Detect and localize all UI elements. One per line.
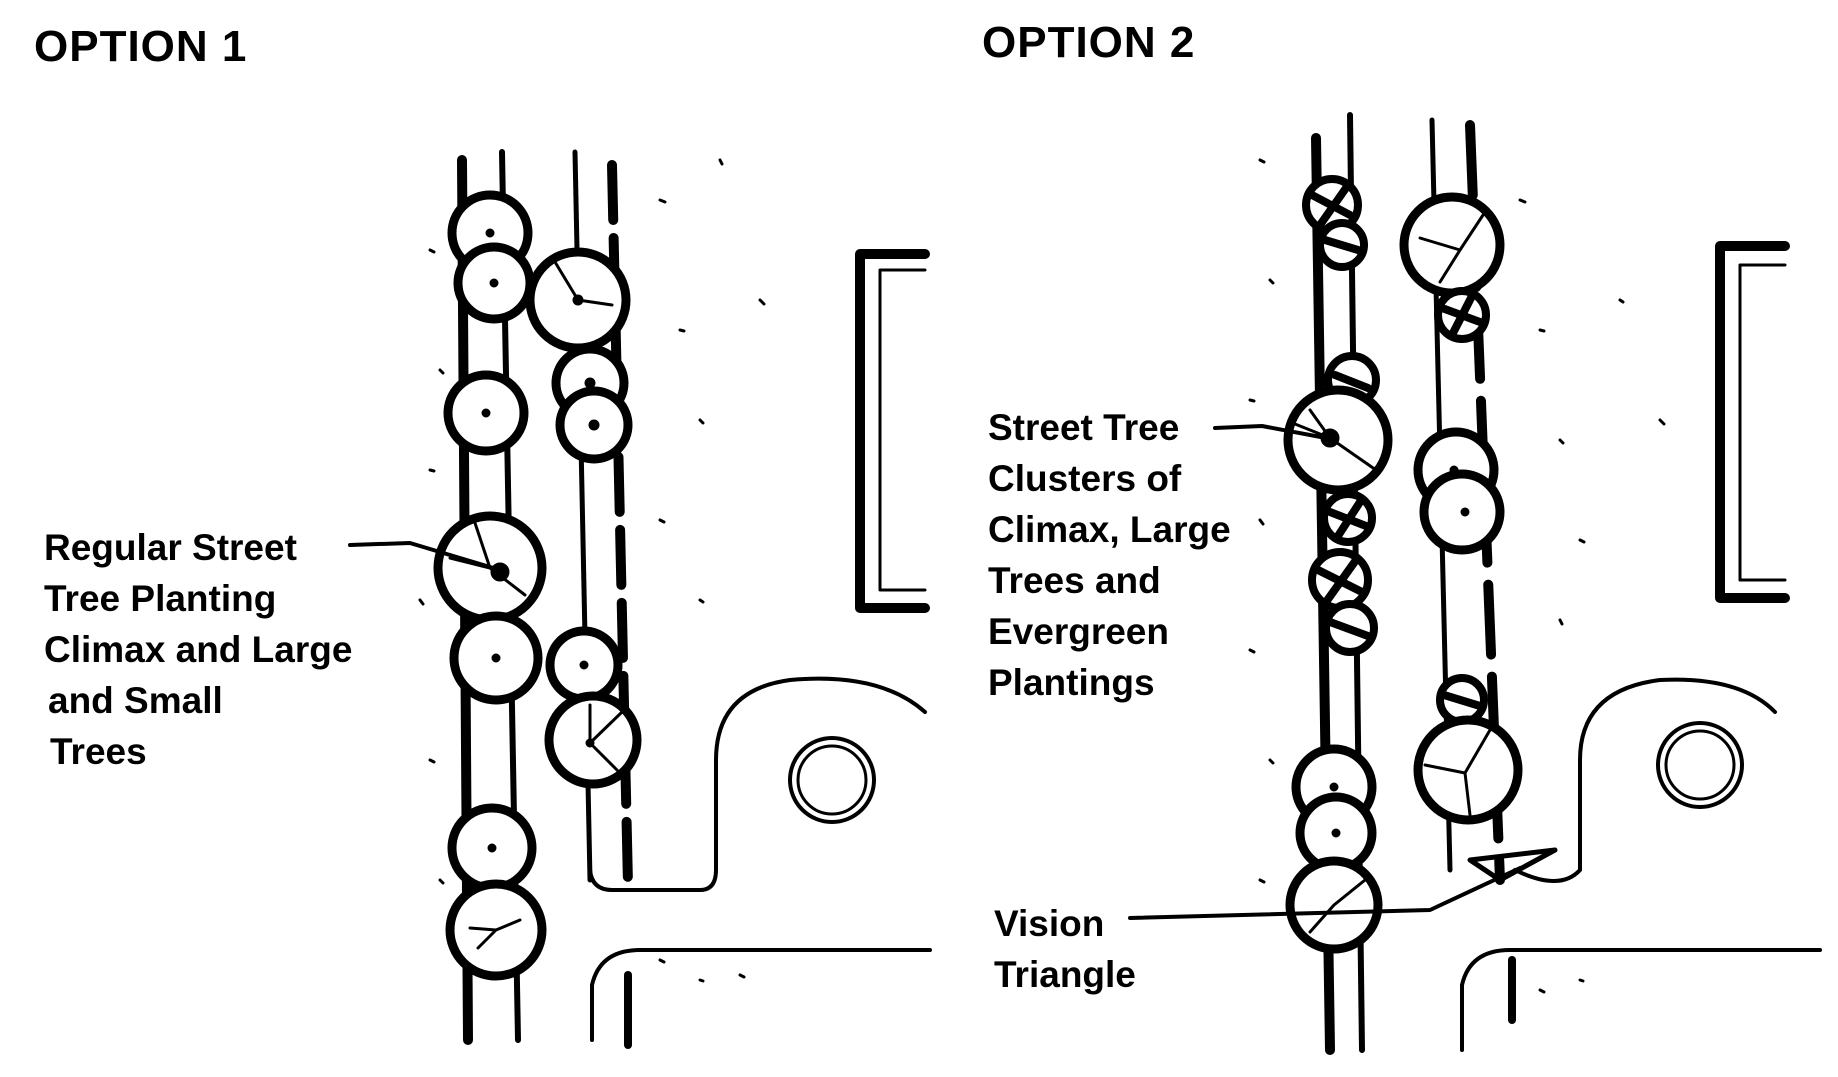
- option-1-label: Regular Street Tree Planting Climax and …: [44, 522, 352, 777]
- tree-large: [1285, 856, 1383, 954]
- median-end: [588, 676, 927, 892]
- leader-line: [1213, 424, 1328, 440]
- vision-triangle: [1467, 847, 1558, 883]
- tree-small: [453, 242, 535, 324]
- option-2-label-line: Clusters of: [988, 458, 1182, 499]
- option-2-label-line: Plantings: [988, 662, 1155, 703]
- tree-small: [545, 626, 623, 704]
- tree-large: [544, 691, 642, 789]
- evergreen-cluster: [1308, 548, 1372, 612]
- evergreen-cluster: [1436, 674, 1488, 726]
- evergreen-cluster: [1322, 600, 1378, 656]
- option-1-label-line: Climax and Large: [44, 629, 353, 670]
- fountain: [1656, 721, 1744, 809]
- option-2-title: OPTION 2: [982, 18, 1196, 67]
- vision-triangle-label: Vision Triangle: [994, 898, 1136, 1000]
- option-2-label-line: Street Tree: [988, 407, 1180, 448]
- option-2-label-line: Climax, Large: [988, 509, 1231, 550]
- building-outline: [1715, 241, 1790, 603]
- fountain-inner: [1664, 729, 1736, 801]
- leader-line: [348, 541, 502, 572]
- option-1-plan: [348, 149, 932, 1049]
- tree-large: [525, 247, 631, 353]
- tree-large: [1399, 192, 1505, 298]
- option-1-title: OPTION 1: [34, 22, 248, 71]
- evergreen-cluster: [1316, 219, 1368, 271]
- option-1-label-line: Tree Planting: [44, 578, 277, 619]
- tree-large: [1283, 385, 1393, 495]
- evergreen-cluster: [1434, 287, 1490, 343]
- vision-triangle-label-line: Triangle: [994, 954, 1136, 995]
- tree-small: [1419, 469, 1505, 555]
- cross-street: [590, 948, 932, 1042]
- evergreen-cluster: [1320, 490, 1376, 546]
- fountain-inner: [796, 744, 868, 816]
- option-1-label-line: Regular Street: [44, 527, 297, 568]
- building-outline-inner: [1738, 263, 1787, 582]
- tree-large: [445, 879, 547, 981]
- median-end: [1513, 677, 1777, 883]
- building-outline: [855, 249, 930, 613]
- leader-line-vision: [1128, 866, 1522, 920]
- tree-small: [555, 386, 633, 464]
- ground-stipple: [418, 158, 1666, 994]
- tree-small: [447, 803, 537, 893]
- option-1-label-line: and Small: [48, 680, 223, 721]
- cross-street: [1460, 948, 1822, 1052]
- tree-large: [1413, 715, 1523, 825]
- building-outline-inner: [878, 268, 927, 592]
- fountain: [788, 736, 876, 824]
- option-2-plan: [1128, 112, 1822, 1055]
- option-2-label: Street Tree Clusters of Climax, Large Tr…: [988, 402, 1231, 708]
- option-2-label-line: Evergreen: [988, 611, 1169, 652]
- option-2-label-line: Trees and: [988, 560, 1161, 601]
- vision-triangle-label-line: Vision: [994, 903, 1105, 944]
- tree-small: [449, 611, 543, 705]
- tree-small: [443, 370, 529, 456]
- option-1-label-line: Trees: [50, 731, 147, 772]
